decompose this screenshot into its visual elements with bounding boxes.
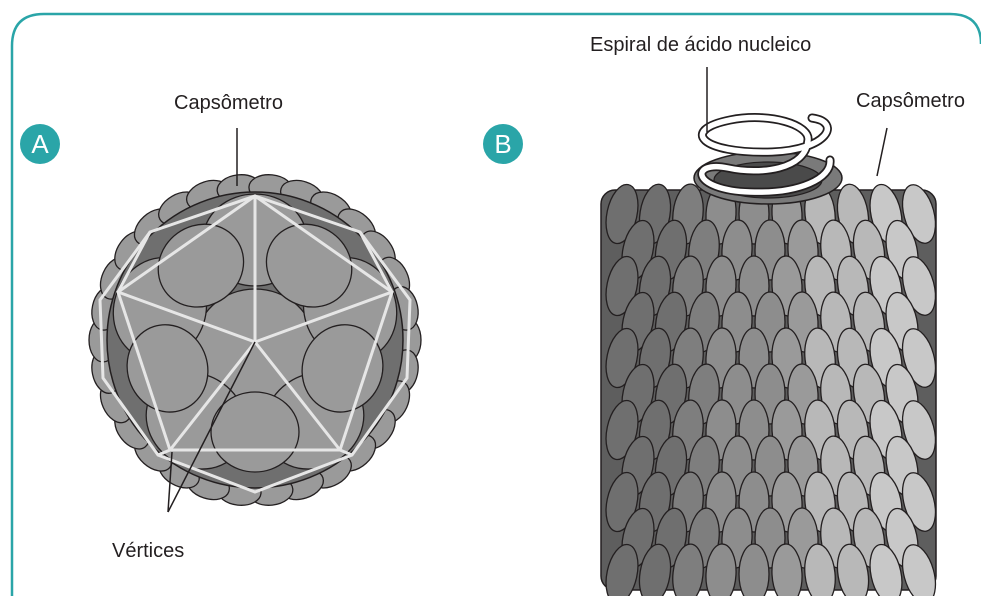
icosahedral-capsid: [88, 128, 422, 513]
capsomer: [301, 324, 384, 413]
capsomer-pointer-b: [876, 127, 888, 177]
capsomer-scales: [605, 183, 937, 596]
capsomer-scale: [804, 543, 836, 596]
capsomer-scale: [771, 543, 803, 596]
capsomer-scale: [705, 543, 737, 596]
vertex-pointer-1: [167, 341, 256, 513]
frame-border: [10, 12, 981, 596]
capsomer-scale: [672, 543, 704, 596]
capsomer: [157, 223, 245, 308]
capsomer-scale: [901, 184, 937, 244]
inner-capsomers: [112, 193, 398, 473]
capsomer-label-b: Capsômetro: [856, 90, 965, 112]
capsomer-scale: [901, 256, 937, 316]
icosahedron-edges: [98, 194, 412, 494]
capsomer-scale: [738, 543, 770, 596]
panel-a-badge: A: [20, 124, 60, 164]
capsomer-scale: [901, 400, 937, 460]
capsomer-label-a: Capsômetro: [174, 92, 283, 114]
capsomer-scale: [901, 544, 937, 596]
capsomer-scale: [605, 543, 639, 596]
capsomer: [265, 223, 353, 308]
capsomer-scale: [869, 543, 903, 596]
capsomer-scale: [836, 543, 870, 596]
capsomer-scale: [638, 543, 672, 596]
vertices-label: Vértices: [112, 540, 185, 562]
helical-capsid: [600, 67, 937, 596]
nucleic-acid-spiral-label: Espiral de ácido nucleico: [590, 34, 812, 56]
capsomer: [126, 324, 209, 413]
vertex-pointer-2: [167, 451, 173, 513]
capsomer-scale: [901, 328, 937, 388]
capsomer-scale: [901, 472, 937, 532]
panel-b-badge: B: [483, 124, 523, 164]
capsomer: [210, 391, 300, 473]
